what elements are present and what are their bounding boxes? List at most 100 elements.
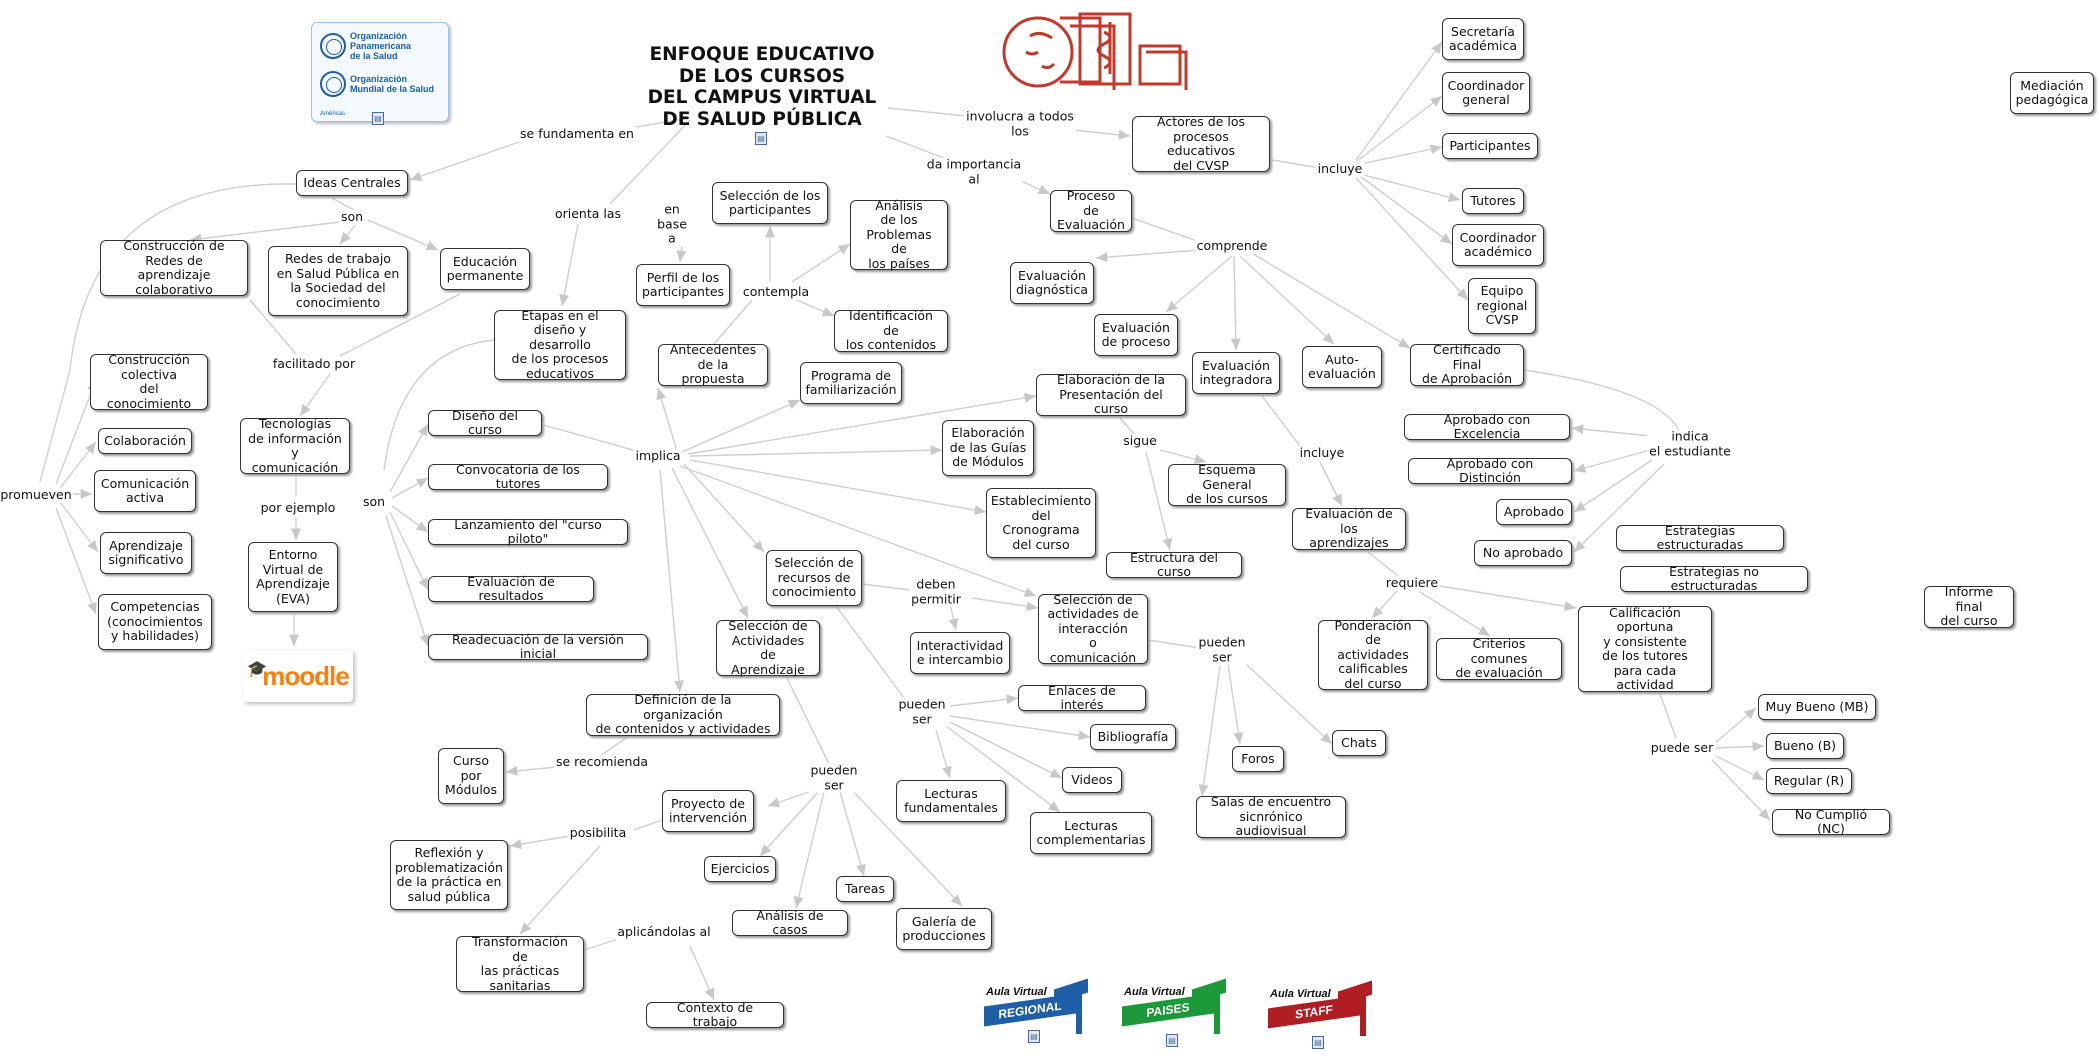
node-programa-familiarizacion[interactable]: Programa de familiarización	[800, 362, 902, 404]
node-aprobado[interactable]: Aprobado	[1496, 499, 1572, 525]
node-elaboracion-presentacion[interactable]: Elaboración de la Presentación del curso	[1036, 373, 1186, 416]
node-no-cumplio[interactable]: No Cumplió (NC)	[1772, 807, 1890, 836]
node-bibliografia[interactable]: Bibliografía	[1090, 724, 1176, 750]
node-seleccion-recursos[interactable]: Selección de recursos de conocimiento	[766, 550, 862, 606]
node-estrategias-no-estructuradas[interactable]: Estrategias no estructuradas	[1620, 564, 1808, 593]
node-equipo-regional[interactable]: Equipo regional CVSP	[1468, 278, 1536, 334]
node-convocatoria-tutores[interactable]: Convocatoria de los tutores	[428, 462, 608, 491]
node-construccion-redes[interactable]: Construcción de Redes de aprendizaje col…	[100, 238, 248, 296]
node-participantes[interactable]: Participantes	[1442, 133, 1538, 159]
node-bueno[interactable]: Bueno (B)	[1766, 733, 1844, 759]
node-evaluacion-resultados[interactable]: Evaluación de resultados	[428, 574, 594, 603]
node-certificado-final[interactable]: Certificado Final de Aprobación	[1410, 343, 1524, 386]
connector-line	[1249, 251, 1411, 349]
node-chats[interactable]: Chats	[1332, 730, 1386, 756]
node-diseno-curso[interactable]: Diseño del curso	[428, 408, 542, 437]
node-contexto-trabajo[interactable]: Contexto de trabajo	[646, 1000, 784, 1029]
node-eva[interactable]: Entorno Virtual de Aprendizaje (EVA)	[248, 542, 338, 612]
node-seleccion-actividades-aprendizaje[interactable]: Selección de Actividades de Aprendizaje	[716, 618, 820, 676]
node-analisis-problemas[interactable]: Análisis de los Problemas de los países	[850, 198, 948, 271]
node-identificacion-contenidos[interactable]: Identificación de los contenidos	[834, 309, 948, 352]
node-videos[interactable]: Videos	[1062, 767, 1122, 793]
connector-line	[1355, 177, 1469, 301]
node-evaluacion-aprendizajes[interactable]: Evaluación de los aprendizajes	[1292, 507, 1406, 550]
connector-line	[331, 197, 355, 211]
node-evaluacion-diagnostica[interactable]: Evaluación diagnóstica	[1010, 262, 1094, 304]
node-estrategias-estructuradas[interactable]: Estrategias estructuradas	[1616, 523, 1784, 552]
document-icon[interactable]: ▤	[1312, 1036, 1324, 1049]
node-competencias[interactable]: Competencias (conocimientos y habilidade…	[98, 594, 212, 650]
connector-curve	[39, 183, 297, 483]
node-tareas[interactable]: Tareas	[836, 876, 894, 902]
node-construccion-colectiva[interactable]: Construcción colectiva del conocimiento	[90, 352, 208, 410]
connector-line	[633, 819, 663, 831]
node-galeria[interactable]: Galería de producciones	[896, 908, 992, 950]
connector-line	[1713, 707, 1757, 745]
node-elaboracion-guias[interactable]: Elaboración de las Guías de Módulos	[942, 420, 1034, 476]
node-lecturas-complementarias[interactable]: Lecturas complementarias	[1030, 812, 1152, 854]
node-seleccion-actividades-interaccion[interactable]: Selección de actividades de interacción …	[1038, 592, 1148, 665]
ops-region: Américas	[320, 111, 346, 117]
node-transformacion[interactable]: Transformación de las prácticas sanitari…	[456, 934, 584, 992]
node-interactividad[interactable]: Interactividad e intercambio	[910, 632, 1010, 674]
node-ideas-centrales[interactable]: Ideas Centrales	[296, 170, 408, 196]
node-readecuacion[interactable]: Readecuación de la versión inicial	[428, 632, 648, 661]
node-aprobado-distincion[interactable]: Aprobado con Distinción	[1408, 456, 1572, 485]
node-evaluacion-integradora[interactable]: Evaluación integradora	[1192, 352, 1280, 394]
node-perfil-participantes[interactable]: Perfil de los participantes	[636, 264, 730, 306]
node-tutores[interactable]: Tutores	[1462, 188, 1524, 214]
node-definicion-organizacion[interactable]: Definición de la organización de conteni…	[586, 693, 780, 736]
moodle-logo: 🎓moodle	[243, 650, 353, 702]
node-autoevaluacion[interactable]: Auto- evaluación	[1302, 346, 1382, 388]
node-curso-modulos[interactable]: Curso por Módulos	[438, 748, 504, 804]
node-regular[interactable]: Regular (R)	[1766, 768, 1852, 794]
connector-line	[1261, 395, 1301, 447]
node-estructura-curso[interactable]: Estructura del curso	[1106, 550, 1242, 579]
link-requiere: requiere	[1383, 574, 1441, 591]
node-enlaces[interactable]: Enlaces de interés	[1018, 683, 1146, 712]
node-evaluacion-proceso[interactable]: Evaluación de proceso	[1094, 314, 1178, 356]
node-proyecto-intervencion[interactable]: Proyecto de intervención	[662, 790, 754, 832]
node-lanzamiento[interactable]: Lanzamiento del "curso piloto"	[428, 517, 628, 546]
ops-oms-logo: Organización Panamericana de la Salud Or…	[311, 22, 449, 122]
node-ejercicios[interactable]: Ejercicios	[704, 856, 776, 882]
node-proceso-evaluacion[interactable]: Proceso de Evaluación	[1050, 189, 1132, 232]
node-ponderacion[interactable]: Ponderación de actividades calificables …	[1318, 618, 1428, 691]
node-educacion-permanente[interactable]: Educación permanente	[440, 248, 530, 290]
document-icon[interactable]: ▤	[1166, 1034, 1178, 1047]
node-calificacion[interactable]: Calificación oportuna y consistente de l…	[1578, 605, 1712, 692]
node-cronograma[interactable]: Establecimiento del Cronograma del curso	[986, 488, 1096, 558]
node-coordinador-academico[interactable]: Coordinador académico	[1452, 224, 1544, 266]
node-no-aprobado[interactable]: No aprobado	[1474, 540, 1572, 566]
link-se-fundamenta: se fundamenta en	[518, 125, 636, 142]
connector-line	[683, 463, 765, 553]
document-icon[interactable]: ▤	[372, 112, 384, 125]
node-analisis-casos[interactable]: Análisis de casos	[732, 908, 848, 937]
node-reflexion[interactable]: Reflexión y problematización de la práct…	[390, 840, 508, 910]
node-foros[interactable]: Foros	[1232, 746, 1284, 772]
node-lecturas-fundamentales[interactable]: Lecturas fundamentales	[896, 780, 1006, 822]
document-icon[interactable]: ▤	[755, 132, 767, 145]
node-antecedentes[interactable]: Antecedentes de la propuesta	[658, 343, 768, 386]
node-aprendizaje-significativo[interactable]: Aprendizaje significativo	[100, 532, 192, 574]
node-aprobado-excelencia[interactable]: Aprobado con Excelencia	[1404, 412, 1570, 441]
node-criterios-comunes[interactable]: Criterios comunes de evaluación	[1436, 637, 1562, 680]
node-redes-trabajo[interactable]: Redes de trabajo en Salud Pública en la …	[268, 246, 408, 316]
node-seleccion-participantes[interactable]: Selección de los participantes	[712, 182, 828, 224]
node-comunicacion-activa[interactable]: Comunicación activa	[94, 470, 196, 512]
node-esquema-general[interactable]: Esquema General de los cursos	[1168, 463, 1286, 506]
document-icon[interactable]: ▤	[1028, 1030, 1040, 1043]
node-tic[interactable]: Tecnologías de información y comunicació…	[240, 416, 350, 474]
connector-line	[949, 721, 1063, 779]
node-colaboracion[interactable]: Colaboración	[98, 428, 192, 454]
connector-line	[791, 243, 851, 283]
node-etapas[interactable]: Etapas en el diseño y desarrollo de los …	[494, 308, 626, 381]
connector-line	[1245, 663, 1333, 745]
node-mediacion-pedagogica[interactable]: Mediación pedagógica	[2010, 72, 2094, 114]
node-salas-encuentro[interactable]: Salas de encuentro sicnrónico audiovisua…	[1196, 795, 1346, 838]
node-actores[interactable]: Actores de los procesos educativos del C…	[1132, 114, 1270, 172]
node-informe-final[interactable]: Informe final del curso	[1924, 585, 2014, 628]
node-muy-bueno[interactable]: Muy Bueno (MB)	[1758, 694, 1876, 720]
node-coordinador-general[interactable]: Coordinador general	[1442, 72, 1530, 114]
node-secretaria-academica[interactable]: Secretaría académica	[1442, 18, 1524, 60]
